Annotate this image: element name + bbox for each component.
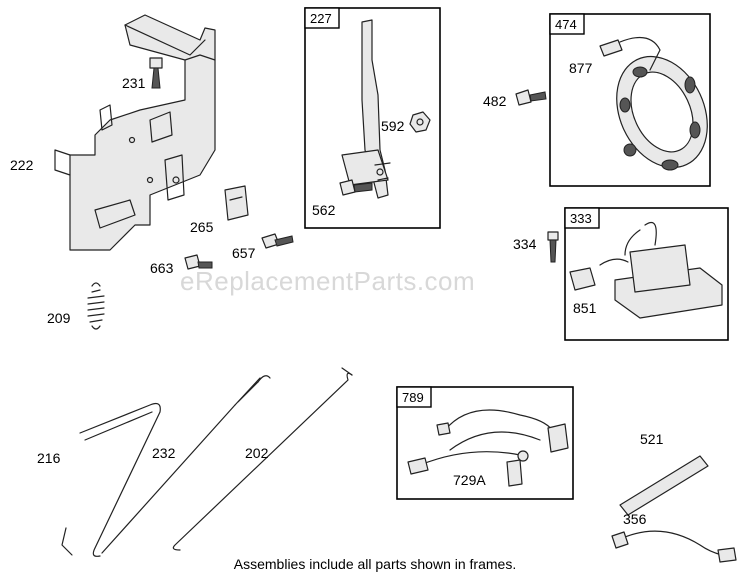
part-label-663: 663 [150,260,174,276]
part-label-216: 216 [37,450,61,466]
part-label-222: 222 [10,157,34,173]
part-label-592: 592 [381,118,405,134]
assembly-label-789: 789 [402,390,424,405]
part-label-482: 482 [483,93,507,109]
assembly-tag-474 [549,13,585,35]
fuel-line-521-drawing [619,455,709,516]
assembly-frame-227 [304,7,441,229]
part-label-877: 877 [569,60,593,76]
part-label-265: 265 [190,219,214,235]
ignition-coil-drawing [569,221,723,319]
assembly-label-474: 474 [555,17,577,32]
screw-562-drawing [339,179,373,196]
part-label-202: 202 [245,445,269,461]
part-label-521: 521 [640,431,664,447]
nut-592-drawing [409,111,431,133]
assembly-label-333: 333 [570,211,592,226]
part-label-356: 356 [623,511,647,527]
spring-209-drawing [87,282,105,330]
screw-334-drawing [547,231,559,263]
assembly-tag-333 [564,207,600,229]
assembly-frame-474 [549,13,711,187]
link-232-drawing [101,375,271,554]
link-202-drawing [172,367,353,551]
alternator-stator-drawing [599,36,708,171]
part-label-851: 851 [573,300,597,316]
control-bracket-drawing [54,14,216,251]
part-label-729a: 729A [453,472,486,488]
wire-356-drawing [611,530,737,563]
part-label-334: 334 [513,236,537,252]
diagram-caption: Assemblies include all parts shown in fr… [233,556,517,572]
assembly-frame-789 [396,386,574,500]
screw-657-drawing [261,233,294,249]
part-label-231: 231 [122,75,146,91]
assembly-tag-789 [396,386,432,408]
part-label-209: 209 [47,310,71,326]
part-label-232: 232 [152,445,176,461]
link-216-drawing [61,402,161,557]
screw-663-drawing [184,254,213,270]
watermark-text: eReplacementParts.com [180,266,475,296]
clip-265-drawing [224,185,249,221]
assembly-label-227: 227 [310,11,332,26]
part-label-562: 562 [312,202,336,218]
wiring-harness-drawing [407,409,569,487]
throttle-lever-drawing [341,19,391,199]
assembly-frame-333 [564,207,729,341]
screw-482-drawing [515,89,547,106]
part-label-657: 657 [232,245,256,261]
bolt-231-drawing [149,57,163,89]
assembly-tag-227 [304,7,340,29]
